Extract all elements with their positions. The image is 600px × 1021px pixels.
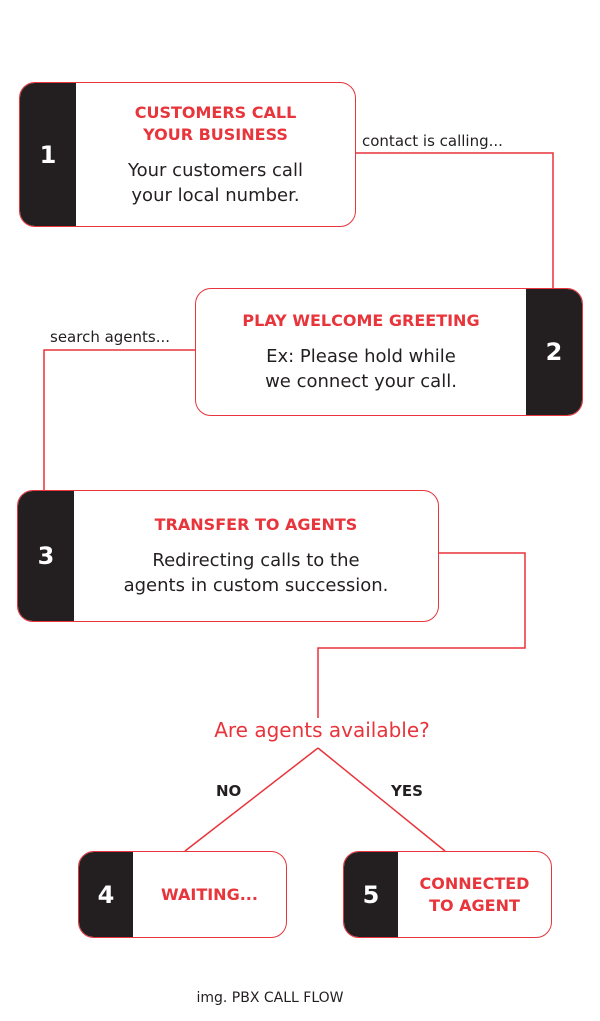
step-3-title: TRANSFER TO AGENTS (154, 515, 358, 534)
step-1-content: CUSTOMERS CALL YOUR BUSINESS Your custom… (76, 83, 355, 226)
step-3-box: 3 TRANSFER TO AGENTS Redirecting calls t… (17, 490, 439, 622)
step-4-box: 4 WAITING... (78, 851, 287, 938)
step-2-content: PLAY WELCOME GREETING Ex: Please hold wh… (196, 289, 526, 415)
step-2-description: Ex: Please hold while we connect your ca… (265, 346, 457, 392)
decision-yes-label: YES (391, 782, 423, 800)
step-1-number: 1 (20, 83, 76, 226)
connector-1-to-2 (356, 152, 554, 288)
connector-decision-yes (317, 747, 446, 852)
step-1-description: Your customers call your local number. (128, 159, 303, 206)
step-2-box: 2 PLAY WELCOME GREETING Ex: Please hold … (195, 288, 583, 416)
step-5-box: 5 CONNECTED TO AGENT (343, 851, 552, 938)
step-3-description: Redirecting calls to the agents in custo… (123, 550, 389, 596)
step-2-number: 2 (526, 289, 582, 415)
edge-label-contact-calling: contact is calling... (362, 132, 503, 150)
step-4-content: WAITING... (133, 852, 286, 937)
step-3-number: 3 (18, 491, 74, 621)
step-4-number: 4 (79, 852, 133, 937)
figure-caption: img. PBX CALL FLOW (196, 990, 344, 1006)
step-5-title: CONNECTED TO AGENT (419, 873, 530, 915)
step-5-content: CONNECTED TO AGENT (398, 852, 551, 937)
connector-decision-no (184, 747, 319, 852)
decision-no-label: NO (216, 782, 242, 800)
connector-2-to-3 (43, 349, 195, 490)
step-4-title: WAITING... (161, 884, 258, 904)
step-1-box: 1 CUSTOMERS CALL YOUR BUSINESS Your cust… (19, 82, 356, 227)
step-5-number: 5 (344, 852, 398, 937)
step-1-title: CUSTOMERS CALL YOUR BUSINESS (134, 102, 297, 144)
step-2-title: PLAY WELCOME GREETING (242, 311, 480, 330)
step-3-content: TRANSFER TO AGENTS Redirecting calls to … (74, 491, 438, 621)
connector-3-to-decision (317, 552, 526, 718)
edge-label-search-agents: search agents... (50, 328, 171, 346)
decision-question: Are agents available? (214, 718, 430, 742)
